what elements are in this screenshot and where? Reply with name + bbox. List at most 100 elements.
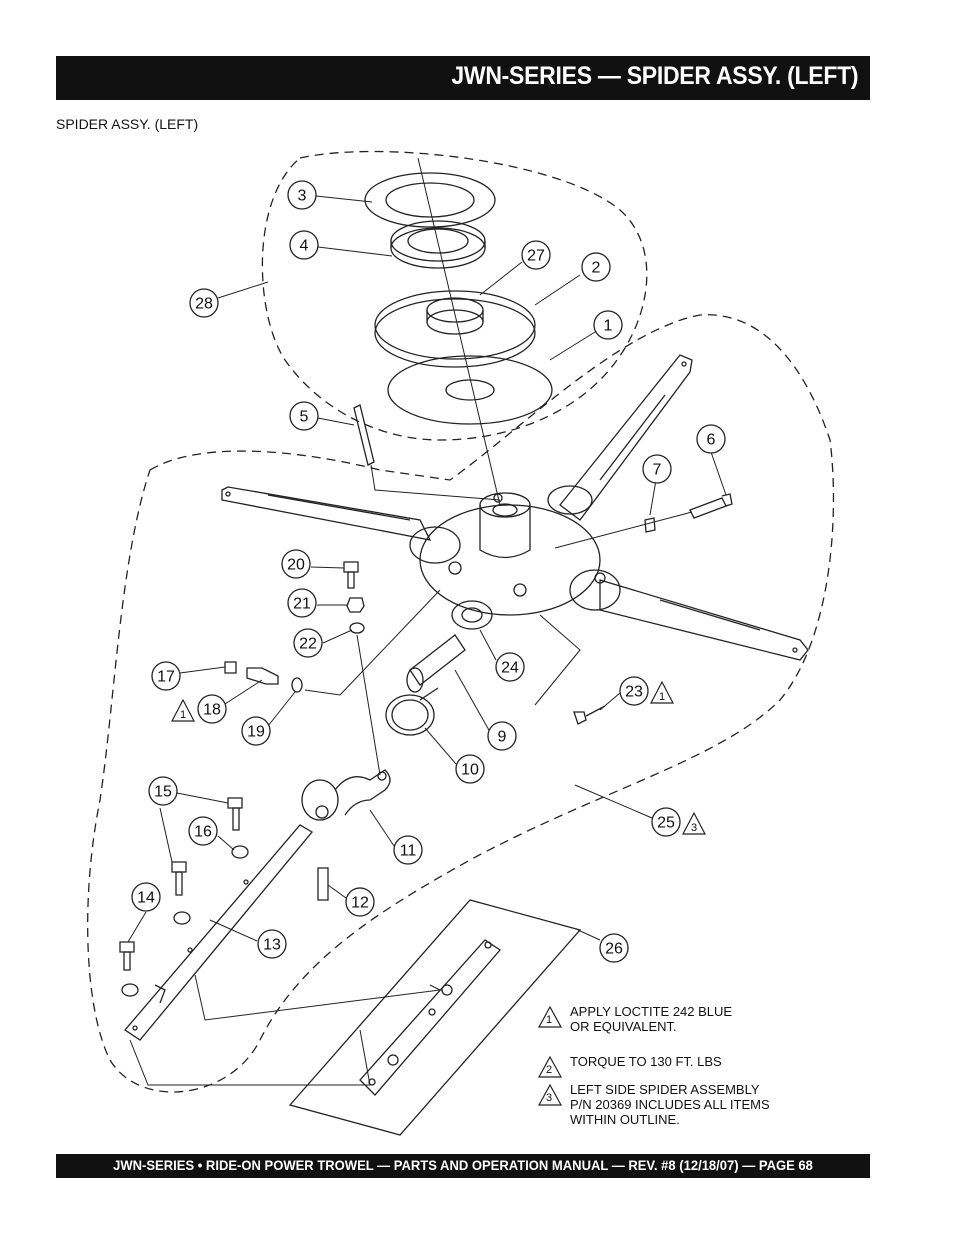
note-marker-triangle-23 — [650, 680, 674, 704]
callout-circle-13 — [257, 929, 287, 959]
callout-circle-16 — [188, 816, 218, 846]
callout-26: 26 — [605, 941, 623, 958]
note-triangle-1 — [538, 1006, 562, 1028]
callout-circle-14 — [131, 882, 161, 912]
notes-legend: 1 APPLY LOCTITE 242 BLUE OR EQUIVALENT. … — [538, 1004, 838, 1132]
note-triangle-2 — [538, 1056, 562, 1078]
callout-21: 21 — [293, 596, 311, 613]
part-15b-bolt — [171, 861, 187, 896]
callout-24: 24 — [501, 660, 519, 677]
part-14-bolt — [119, 941, 135, 971]
callout-4: 4 — [300, 238, 309, 255]
callout-circle-11 — [393, 835, 423, 865]
part-20-bolt — [343, 561, 359, 589]
callout-circle-7 — [642, 454, 672, 484]
callout-7: 7 — [653, 462, 662, 479]
part-1-disk — [387, 355, 553, 425]
callout-circle-19 — [241, 716, 271, 746]
part-16-washer — [231, 845, 249, 859]
callout-circle-10 — [455, 754, 485, 784]
callout-10: 10 — [461, 762, 479, 779]
part-9-tube — [406, 634, 466, 693]
callout-12: 12 — [351, 895, 369, 912]
callout-circle-27 — [521, 240, 551, 270]
part-10-spring — [385, 687, 439, 736]
part-11-link — [301, 769, 391, 821]
note-3-text: LEFT SIDE SPIDER ASSEMBLY P/N 20369 INCL… — [570, 1082, 770, 1127]
note-marker-label-25: 3 — [691, 822, 697, 834]
note-1: 1 APPLY LOCTITE 242 BLUE OR EQUIVALENT. — [538, 1004, 838, 1054]
callout-13: 13 — [263, 937, 281, 954]
part-3-ring — [364, 172, 496, 228]
note-2: 2 TORQUE TO 130 FT. LBS — [538, 1054, 838, 1082]
callout-22: 22 — [299, 636, 317, 653]
dashed-outline-main — [87, 314, 835, 1093]
header-bar: JWN-SERIES — SPIDER ASSY. (LEFT) — [56, 56, 870, 100]
part-6-bolt — [689, 493, 733, 519]
callout-circle-26 — [599, 933, 629, 963]
callout-circle-28 — [189, 288, 219, 318]
callout-2: 2 — [592, 260, 601, 277]
callout-circle-4 — [289, 230, 319, 260]
note-1-text: APPLY LOCTITE 242 BLUE OR EQUIVALENT. — [570, 1004, 733, 1034]
dashed-outline-upper — [261, 150, 648, 441]
callout-circle-6 — [696, 424, 726, 454]
part-22-washer — [349, 622, 365, 634]
spider-arm-left — [221, 486, 432, 541]
callout-circle-18 — [197, 694, 227, 724]
callout-25: 25 — [657, 815, 675, 832]
callout-circle-9 — [487, 721, 517, 751]
page-title: JWN-SERIES — SPIDER ASSY. (LEFT) — [451, 62, 858, 90]
part-13-bar — [124, 824, 313, 1041]
callout-circle-3 — [287, 180, 317, 210]
callout-circle-21 — [287, 588, 317, 618]
callout-23: 23 — [625, 684, 643, 701]
callout-17: 17 — [157, 669, 175, 686]
callout-28: 28 — [195, 296, 213, 313]
part-4-bushing — [390, 220, 486, 269]
callout-6: 6 — [707, 432, 716, 449]
part-17-cap — [224, 661, 237, 674]
part-18-fitting — [246, 667, 279, 685]
footer-text: JWN-SERIES • RIDE-ON POWER TROWEL — PART… — [113, 1157, 813, 1173]
callout-circle-1 — [593, 310, 623, 340]
part-15-bolt — [227, 797, 243, 831]
callout-18: 18 — [203, 702, 221, 719]
note-triangle-3 — [538, 1084, 562, 1106]
callout-circle-2 — [581, 252, 611, 282]
part-19-washer — [291, 677, 303, 693]
footer-bar: JWN-SERIES • RIDE-ON POWER TROWEL — PART… — [56, 1154, 870, 1178]
spider-arm-upper — [559, 354, 693, 521]
note-marker-label-18: 1 — [180, 709, 186, 721]
callout-circle-20 — [281, 549, 311, 579]
callout-20: 20 — [287, 557, 305, 574]
callout-9: 9 — [498, 729, 507, 746]
part-12-pin — [317, 867, 329, 901]
callout-5: 5 — [300, 409, 309, 426]
callout-circle-24 — [495, 652, 525, 682]
callout-circle-25 — [651, 807, 681, 837]
part-5-key — [353, 404, 375, 466]
callout-3: 3 — [298, 188, 307, 205]
part-21-nut — [346, 597, 365, 613]
callout-15: 15 — [154, 784, 172, 801]
note-marker-label-23: 1 — [659, 691, 665, 703]
part-23-bolt — [573, 705, 606, 725]
callout-11: 11 — [400, 843, 417, 860]
diagram-subtitle: SPIDER ASSY. (LEFT) — [56, 116, 199, 132]
part-2-plate — [374, 290, 536, 368]
callout-14: 14 — [137, 890, 155, 907]
note-2-text: TORQUE TO 130 FT. LBS — [570, 1054, 722, 1069]
spider-hub — [409, 485, 621, 630]
part-7-nut — [644, 517, 656, 533]
callout-19: 19 — [247, 724, 265, 741]
callout-circle-23 — [619, 676, 649, 706]
note-3: 3 LEFT SIDE SPIDER ASSEMBLY P/N 20369 IN… — [538, 1082, 838, 1132]
callout-circle-5 — [289, 401, 319, 431]
callout-circle-17 — [151, 661, 181, 691]
callout-1: 1 — [604, 318, 613, 335]
callout-circle-12 — [345, 887, 375, 917]
note-marker-triangle-18 — [171, 698, 195, 722]
callout-circle-15 — [148, 776, 178, 806]
